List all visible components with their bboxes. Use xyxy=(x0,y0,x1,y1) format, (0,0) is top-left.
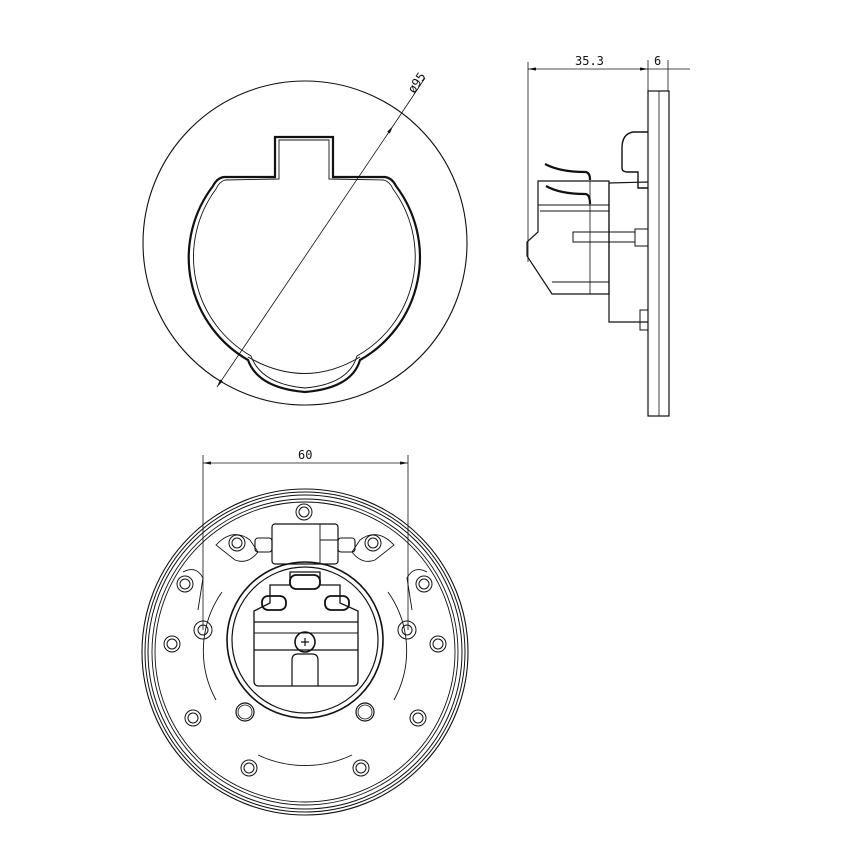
connector-body xyxy=(526,180,610,295)
outer-ring xyxy=(141,488,469,816)
upper-bracket xyxy=(621,131,648,189)
socket-opening-outline xyxy=(187,135,422,394)
wire-2 xyxy=(545,185,592,205)
span-label: 60 xyxy=(298,448,312,462)
thickness-label: 6 xyxy=(654,54,661,68)
center-screw xyxy=(294,631,316,653)
outer-flange-circle xyxy=(142,80,468,406)
lower-screw xyxy=(639,309,649,331)
mounting-arc-bottom xyxy=(257,754,353,766)
diameter-leader xyxy=(392,77,426,127)
socket-ring xyxy=(226,561,384,719)
pin xyxy=(572,231,636,243)
diameter-label: ø95 xyxy=(405,70,429,96)
socket-opening-inner xyxy=(193,139,416,389)
rear-view: 60 xyxy=(141,448,469,816)
connector-block xyxy=(253,523,359,687)
screw-holes xyxy=(163,503,447,777)
mounting-arc-left xyxy=(202,591,223,701)
mounting-plate xyxy=(647,90,670,417)
mounting-arc-right xyxy=(387,591,408,701)
lower-arc xyxy=(247,356,361,374)
depth-label: 35.3 xyxy=(575,54,604,68)
side-view: 35.3 6 xyxy=(526,54,690,417)
diameter-dimension-line xyxy=(216,125,394,388)
front-view: ø95 xyxy=(142,70,468,406)
housing-body xyxy=(608,181,649,323)
wire-1 xyxy=(544,163,592,181)
